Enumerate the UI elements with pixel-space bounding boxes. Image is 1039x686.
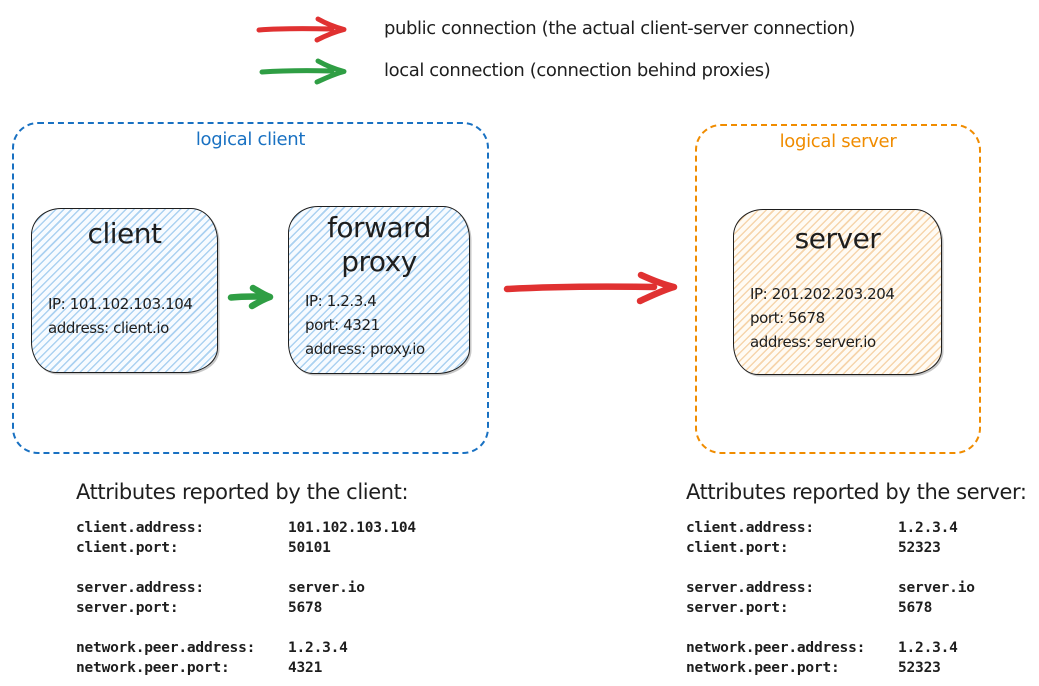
attr-key: server.address: [76,580,204,596]
legend-label-local-connection: local connection (connection behind prox… [384,60,771,81]
client-ip-line: IP: 101.102.103.104 [48,295,193,313]
legend-item-local-connection: local connection (connection behind prox… [257,56,771,86]
attr-key: server.address: [686,580,814,596]
logical-server-group-box: logical server server IP: 201.202.203.20… [695,124,981,454]
attr-row: network.peer.address: 1.2.3.4 [76,638,496,658]
attr-row: client.port: 52323 [686,538,1039,558]
attr-value: 1.2.3.4 [288,640,348,656]
attr-key: network.peer.address: [76,640,256,656]
forward-proxy-address-line: address: proxy.io [305,340,425,358]
attr-row: client.port: 50101 [76,538,496,558]
local-connection-arrow-icon [227,284,274,310]
attr-row: network.peer.address: 1.2.3.4 [686,638,1039,658]
client-address-line: address: client.io [48,319,169,337]
server-ip-line: IP: 201.202.203.204 [750,285,895,303]
server-attributes-group-network-peer: network.peer.address: 1.2.3.4 network.pe… [686,638,1039,678]
local-connection-arrow-icon [259,58,347,85]
client-node-title: client [87,217,162,250]
client-node: client IP: 101.102.103.104 address: clie… [31,208,218,373]
attr-row: server.port: 5678 [76,598,496,618]
server-node-title: server [794,222,881,255]
public-connection-arrow-icon [503,271,678,305]
attr-value: 1.2.3.4 [898,520,958,536]
attr-value: 4321 [288,660,323,676]
attr-value: 5678 [288,600,323,616]
attr-key: server.port: [76,600,179,616]
client-attributes-title: Attributes reported by the client: [76,480,409,504]
logical-client-label: logical client [195,129,306,150]
attr-value: 52323 [898,540,941,556]
attr-key: network.peer.port: [76,660,230,676]
attr-row: network.peer.port: 4321 [76,658,496,678]
attr-row: client.address: 1.2.3.4 [686,518,1039,538]
server-node: server IP: 201.202.203.204 port: 5678 ad… [733,209,942,375]
server-attributes-title: Attributes reported by the server: [686,480,1027,504]
forward-proxy-port-line: port: 4321 [305,316,380,334]
attr-row: client.address: 101.102.103.104 [76,518,496,538]
server-attributes-group-server: server.address: server.io server.port: 5… [686,578,1039,618]
attr-value: 1.2.3.4 [898,640,958,656]
legend-item-public-connection: public connection (the actual client-ser… [254,14,855,44]
attr-key: server.port: [686,600,789,616]
attr-value: 101.102.103.104 [288,520,416,536]
attr-key: client.address: [686,520,814,536]
attr-key: client.address: [76,520,204,536]
server-address-line: address: server.io [750,333,876,351]
forward-proxy-node: forward proxy IP: 1.2.3.4 port: 4321 add… [288,206,470,374]
attr-key: network.peer.port: [686,660,840,676]
client-node-details: IP: 101.102.103.104 address: client.io [32,292,217,372]
attr-row: server.address: server.io [76,578,496,598]
attr-value: server.io [898,580,975,596]
forward-proxy-node-title: forward proxy [327,211,431,278]
attr-row: network.peer.port: 52323 [686,658,1039,678]
client-attributes-section: Attributes reported by the client: clien… [76,478,496,686]
server-attributes-section: Attributes reported by the server: clien… [686,478,1039,686]
attr-key: client.port: [76,540,179,556]
attr-key: network.peer.address: [686,640,866,656]
client-attributes-group-server: server.address: server.io server.port: 5… [76,578,496,618]
forward-proxy-ip-line: IP: 1.2.3.4 [305,292,377,310]
attr-value: 5678 [898,600,933,616]
legend-label-public-connection: public connection (the actual client-ser… [384,18,856,39]
logical-client-group-box: logical client client IP: 101.102.103.10… [12,122,489,454]
server-attributes-group-client: client.address: 1.2.3.4 client.port: 523… [686,518,1039,558]
attr-row: server.address: server.io [686,578,1039,598]
logical-server-label: logical server [779,131,897,152]
client-attributes-group-client: client.address: 101.102.103.104 client.p… [76,518,496,558]
client-attributes-group-network-peer: network.peer.address: 1.2.3.4 network.pe… [76,638,496,678]
server-port-line: port: 5678 [750,309,825,327]
attr-row: server.port: 5678 [686,598,1039,618]
attr-value: 52323 [898,660,941,676]
server-node-details: IP: 201.202.203.204 port: 5678 address: … [734,282,941,374]
attr-key: client.port: [686,540,789,556]
attr-value: 50101 [288,540,331,556]
attr-value: server.io [288,580,365,596]
forward-proxy-node-details: IP: 1.2.3.4 port: 4321 address: proxy.io [289,289,469,373]
public-connection-arrow-icon [256,16,347,43]
